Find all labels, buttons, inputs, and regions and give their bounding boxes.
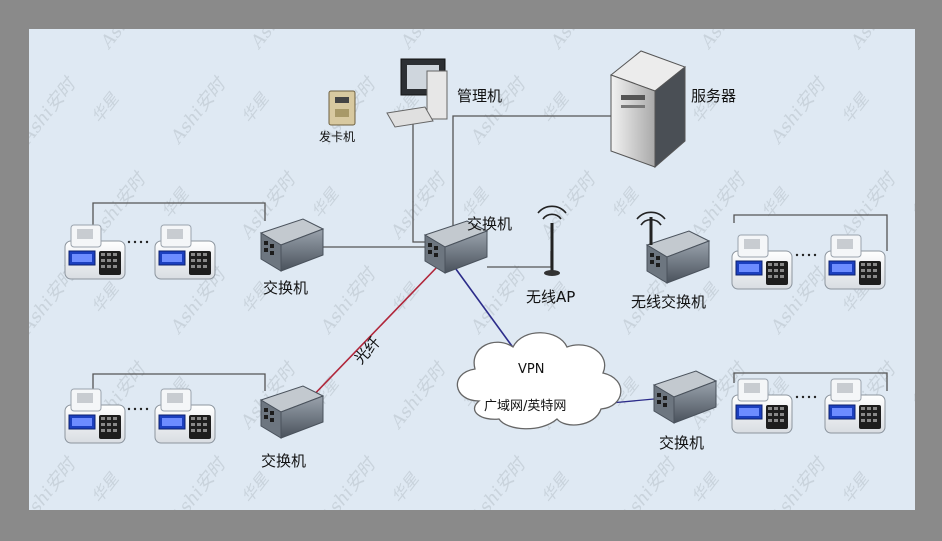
watermark-text: Ashi安时	[696, 29, 762, 54]
watermark-text: Ashi安时	[396, 29, 462, 54]
watermark-text-cn: 华星	[238, 89, 273, 127]
watermark-text: Ashi安时	[616, 452, 682, 510]
wireless-switch-icon	[636, 211, 710, 284]
management-pc-icon	[386, 58, 448, 128]
watermark-text: Ashi安时	[766, 452, 832, 510]
label-wireless-switch: 无线交换机	[631, 293, 706, 311]
watermark-text-cn: 华星	[238, 469, 273, 507]
label-card-issuer: 发卡机	[319, 129, 355, 144]
vpn-cloud-icon	[456, 332, 622, 430]
watermark-text: Ashi安时	[29, 72, 82, 148]
link-terms-bottomright	[733, 372, 888, 391]
watermark-text: Ashi安时	[836, 167, 902, 243]
watermark-text: Ashi安时	[766, 72, 832, 148]
watermark-text-cn: 华星	[768, 29, 803, 31]
diagram-panel: Ashi安时华星Ashi安时华星Ashi安时华星Ashi安时华星Ashi安时华星…	[29, 29, 915, 510]
watermark-text: Ashi安时	[846, 29, 912, 54]
label-wireless-ap: 无线AP	[526, 288, 575, 306]
watermark-text-cn: 华星	[388, 279, 423, 317]
watermark-text-cn: 华星	[618, 29, 653, 31]
terminal-wireless-2	[824, 234, 886, 290]
terminal-bottom-left-2	[154, 388, 216, 444]
watermark-text: Ashi安时	[166, 452, 232, 510]
watermark-text: Ashi安时	[316, 262, 382, 338]
card-issuer-icon	[328, 90, 356, 126]
watermark-text-cn: 华星	[688, 469, 723, 507]
watermark-text: Ashi安时	[686, 167, 752, 243]
watermark-text: Ashi安时	[546, 29, 612, 54]
link-server-core	[452, 115, 611, 229]
link-terms-bottomleft	[92, 373, 266, 393]
watermark-text-cn: 华星	[908, 374, 915, 412]
label-vpn: VPN	[518, 362, 544, 377]
watermark-text-cn: 华星	[758, 184, 793, 222]
label-wan: 广域网/英特网	[484, 399, 566, 414]
watermark-text: Ashi安时	[166, 72, 232, 148]
label-switch-bottom-right: 交换机	[659, 434, 704, 452]
watermark-text: Ashi安时	[466, 72, 532, 148]
watermark-text-cn: 华星	[838, 469, 873, 507]
watermark-text-cn: 华星	[388, 469, 423, 507]
watermark-text-cn: 华星	[608, 184, 643, 222]
watermark-text-cn: 华星	[308, 184, 343, 222]
terminal-wireless-1	[731, 234, 793, 290]
ellipsis-dots	[127, 240, 817, 411]
terminal-top-left-2	[154, 224, 216, 280]
watermark-text-cn: 华星	[318, 29, 353, 31]
watermark-text-cn: 华星	[838, 89, 873, 127]
terminal-top-left-1	[64, 224, 126, 280]
switch-top-left-icon	[260, 218, 324, 272]
watermark-text: Ashi安时	[536, 167, 602, 243]
watermark-text: Ashi安时	[96, 29, 162, 54]
label-switch-bottom-left: 交换机	[261, 452, 306, 470]
watermark-text-cn: 华星	[29, 29, 53, 31]
watermark-text-cn: 华星	[168, 29, 203, 31]
watermark-text-cn: 华星	[908, 184, 915, 222]
label-core-switch: 交换机	[467, 215, 512, 233]
network-topology-diagram: Ashi安时华星Ashi安时华星Ashi安时华星Ashi安时华星Ashi安时华星…	[29, 29, 915, 510]
watermark-text-cn: 华星	[468, 29, 503, 31]
fiber-link	[304, 264, 440, 405]
watermark-text-cn: 华星	[88, 279, 123, 317]
label-management-pc: 管理机	[457, 87, 502, 105]
server-icon	[609, 50, 687, 169]
watermark-text: Ashi安时	[466, 452, 532, 510]
link-core-ap	[487, 251, 552, 268]
label-server: 服务器	[691, 87, 736, 105]
connection-lines	[92, 115, 888, 404]
watermark-text-cn: 华星	[538, 469, 573, 507]
link-terms-topleft	[92, 202, 266, 229]
link-terms-wireless	[733, 214, 888, 251]
watermark-text-cn: 华星	[88, 469, 123, 507]
link-pc-core	[412, 116, 427, 243]
wireless-ap-icon	[537, 205, 567, 276]
label-switch-top-left: 交换机	[263, 279, 308, 297]
watermark-text: Ashi安时	[316, 452, 382, 510]
link-vpn-switch	[610, 398, 655, 404]
watermark-text: Ashi安时	[29, 452, 82, 510]
watermark-text: Ashi安时	[386, 357, 452, 433]
watermark-text-cn: 华星	[88, 89, 123, 127]
label-fiber: 光纤	[351, 333, 384, 367]
watermark-text: Ashi安时	[246, 29, 312, 54]
watermark-text-cn: 华星	[538, 89, 573, 127]
